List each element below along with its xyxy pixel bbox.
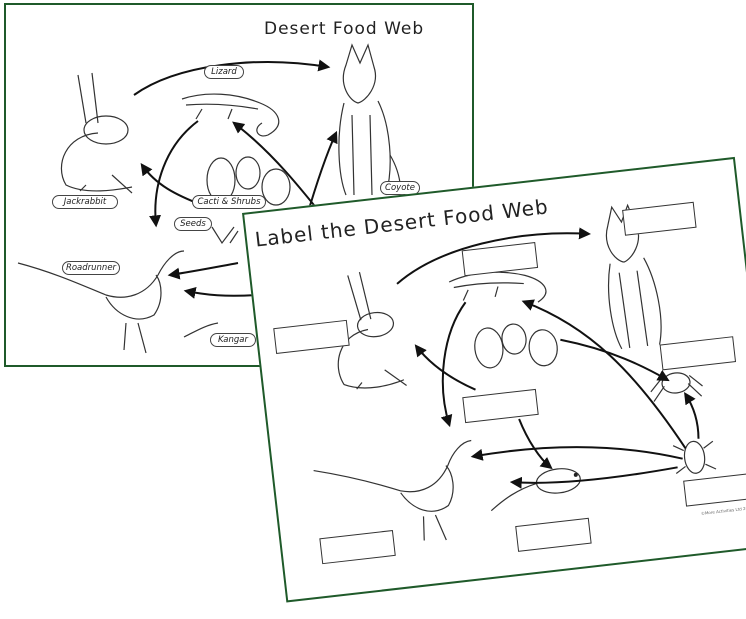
label-lizard: Lizard [204, 65, 244, 79]
worksheet-title: Desert Food Web [264, 19, 425, 39]
beetle-icon-front [672, 440, 717, 474]
label-seeds: Seeds [174, 217, 212, 231]
label-coyote: Coyote [380, 181, 420, 195]
worksheet-blank: Label the Desert Food Web [242, 156, 746, 603]
kangaroo-rat-icon [183, 322, 219, 338]
label-roadrunner: Roadrunner [62, 261, 120, 275]
front-illustration [313, 203, 717, 541]
lizard-icon [181, 93, 280, 137]
coyote-icon-front [605, 203, 662, 350]
jackrabbit-icon-front [337, 271, 407, 390]
roadrunner-icon [17, 250, 185, 354]
label-kangaroo-rat: Kangar [210, 333, 256, 347]
label-cacti: Cacti & Shrubs [192, 195, 266, 209]
jackrabbit-icon [60, 72, 133, 194]
worksheet-labeled: Desert Food Web [4, 3, 474, 367]
roadrunner-icon-front [313, 439, 472, 541]
label-jackrabbit: Jackrabbit [52, 195, 118, 209]
kangaroo-rat-icon-front [490, 468, 581, 512]
tarantula-icon-front [650, 372, 703, 402]
